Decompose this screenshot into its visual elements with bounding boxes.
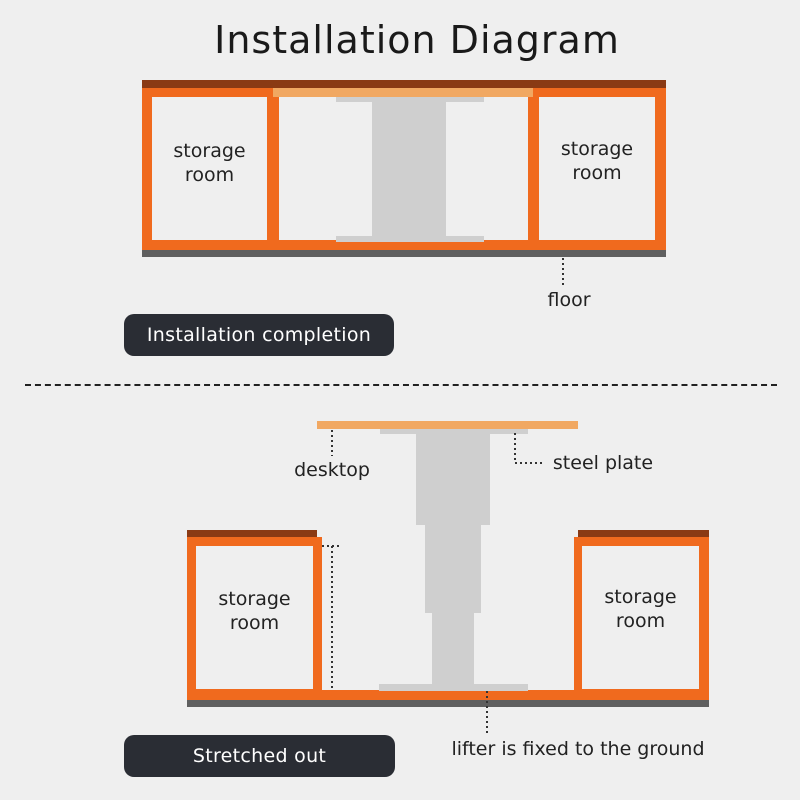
bottom-lifter-base: [379, 684, 528, 691]
bottom-floor-line: [187, 697, 709, 707]
top-left-storage-room: [152, 97, 267, 240]
stretched-out-badge: Stretched out: [124, 735, 395, 777]
top-steel-plate: [336, 97, 484, 102]
top-lifter-base: [336, 236, 484, 242]
bottom-base-strip: [322, 690, 574, 700]
floor-label: floor: [547, 289, 591, 311]
lifter-middle-section: [425, 524, 481, 613]
bottom-left-storage-room: [196, 546, 313, 689]
installation-completion-badge: Installation completion: [124, 314, 394, 356]
top-desktop: [273, 88, 533, 97]
bottom-left-storage-label: storage room: [218, 588, 291, 634]
diagram-title: Installation Diagram: [214, 18, 620, 62]
lifter-lower-section: [432, 612, 474, 685]
bottom-desktop: [317, 421, 578, 429]
bottom-cabinet-assembly: [187, 421, 709, 733]
steel-plate-label: steel plate: [552, 452, 654, 474]
steel-plate-leader-line: [514, 433, 543, 464]
top-lifter-column: [372, 100, 446, 237]
section-divider: [25, 384, 777, 386]
bottom-right-storage-room: [582, 546, 699, 689]
desktop-label: desktop: [294, 459, 370, 481]
bottom-left-trim: [187, 530, 317, 538]
bottom-right-trim: [578, 530, 709, 538]
bottom-steel-plate: [380, 428, 528, 434]
top-right-storage-room: [539, 97, 655, 240]
top-cabinet-assembly: [142, 80, 666, 286]
top-left-storage-label: storage room: [173, 140, 246, 186]
top-right-storage-label: storage room: [560, 138, 634, 184]
ground-fixed-label: lifter is fixed to the ground: [451, 738, 705, 760]
lifter-upper-section: [416, 433, 490, 525]
top-cabinet-trim: [142, 80, 666, 89]
bottom-right-storage-label: storage room: [604, 586, 677, 632]
